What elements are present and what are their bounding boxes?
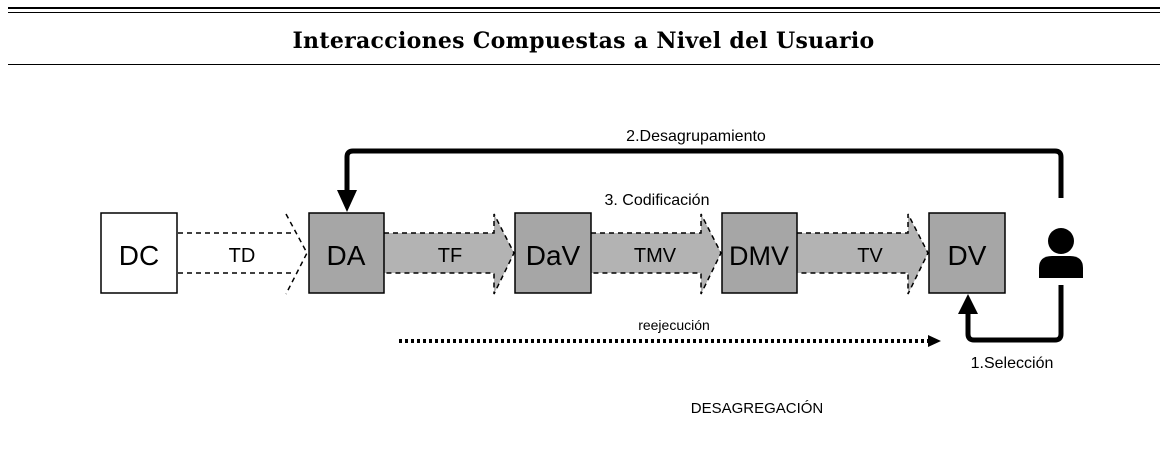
edge-label-tv: TV [857,245,883,267]
top-rule-thin [8,12,1160,13]
node-dav: DaV [514,212,592,294]
edge-label-tmv: TMV [634,245,677,267]
edge-label-td: TD [229,245,256,267]
label-desagregacion: DESAGREGACIÓN [691,400,824,417]
edge-reejecucion: reejecución [399,317,941,347]
edge-tmv: TMV [591,213,722,295]
node-label-dc: DC [119,240,159,271]
node-dmv: DMV [721,212,798,294]
node-da: DA [308,212,385,294]
node-dv: DV [928,212,1006,294]
top-rule-thick [8,7,1160,9]
title-rule [8,64,1160,65]
edge-tv: TV [797,213,929,295]
page-title: Interacciones Compuestas a Nivel del Usu… [292,28,875,54]
node-dc: DC [100,212,178,294]
label-desagrupamiento: 2.Desagrupamiento [626,128,766,145]
label-codificacion: 3. Codificación [605,192,710,209]
label-seleccion: 1.Selección [971,355,1054,372]
node-label-da: DA [327,240,366,271]
node-label-dv: DV [948,240,987,271]
edge-td: TD [178,213,308,295]
edge-seleccion: 1.Selección [958,285,1064,372]
edge-label-tf: TF [438,245,462,267]
node-label-dmv: DMV [729,241,789,271]
edge-tf: TF [384,213,515,295]
node-label-dav: DaV [526,240,581,271]
edge-desagrupamiento: 2.Desagrupamiento [337,128,1064,212]
label-reejecucion: reejecución [638,317,710,333]
user-icon [1039,228,1083,278]
